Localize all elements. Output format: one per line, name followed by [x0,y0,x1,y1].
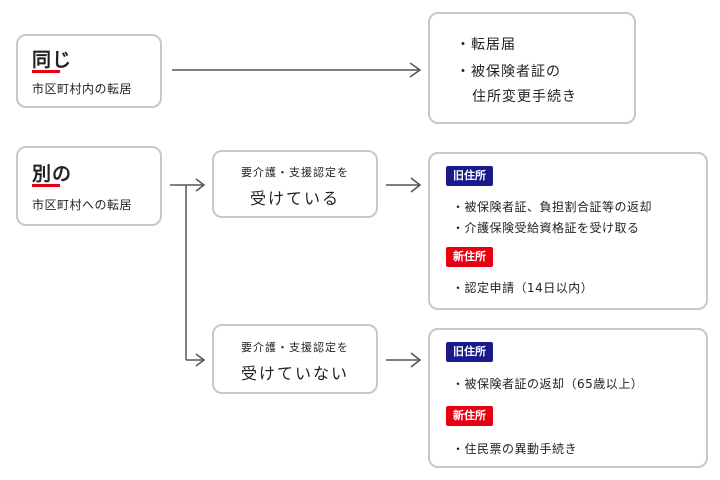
arrow-to-not-certified-head [195,353,206,367]
old-address-item: ・介護保険受給資格証を受け取る [452,221,640,235]
not-certified-line1: 要介護・支援認定を [241,341,349,354]
new-address-item: ・認定申請（14日以内） [452,281,594,295]
same-procedure-item: 住所変更手続き [472,89,577,105]
same-procedure-item: ・転居届 [456,37,516,53]
same-title-underline [32,70,60,73]
different-title: 別の [32,163,73,185]
new-address-badge: 新住所 [446,247,493,267]
certified-line1: 要介護・支援認定を [241,166,349,179]
new-address-item: ・住民票の異動手続き [452,442,578,456]
arrow-certified-result-head [410,177,422,193]
new-address-badge: 新住所 [446,406,493,426]
different-title-underline [32,184,60,187]
not-certified-result-box: 旧住所 ・被保険者証の返却（65歳以上） 新住所 ・住民票の異動手続き [428,328,708,468]
same-subtitle: 市区町村内の転居 [32,82,133,96]
certified-result-box: 旧住所 ・被保険者証、負担割合証等の返却 ・介護保険受給資格証を受け取る 新住所… [428,152,708,310]
certified-line2: 受けている [249,189,340,208]
old-address-badge: 旧住所 [446,342,493,362]
certified-condition-box: 要介護・支援認定を 受けている [212,150,378,218]
not-certified-condition-box: 要介護・支援認定を 受けていない [212,324,378,394]
not-certified-line2: 受けていない [240,364,349,383]
old-address-item: ・被保険者証、負担割合証等の返却 [452,200,653,214]
different-municipality-box: 別の 市区町村への転居 [16,146,162,226]
old-address-item: ・被保険者証の返却（65歳以上） [452,377,644,391]
arrow-to-certified-head [195,178,206,192]
same-procedures-box: ・転居届 ・被保険者証の 住所変更手続き [428,12,636,124]
arrow-same-head [409,62,422,78]
same-title: 同じ [32,49,73,71]
same-procedure-item: ・被保険者証の [456,64,561,80]
different-subtitle: 市区町村への転居 [32,198,133,212]
arrow-not-certified-result-head [410,352,422,368]
old-address-badge: 旧住所 [446,166,493,186]
same-municipality-box: 同じ 市区町村内の転居 [16,34,162,108]
